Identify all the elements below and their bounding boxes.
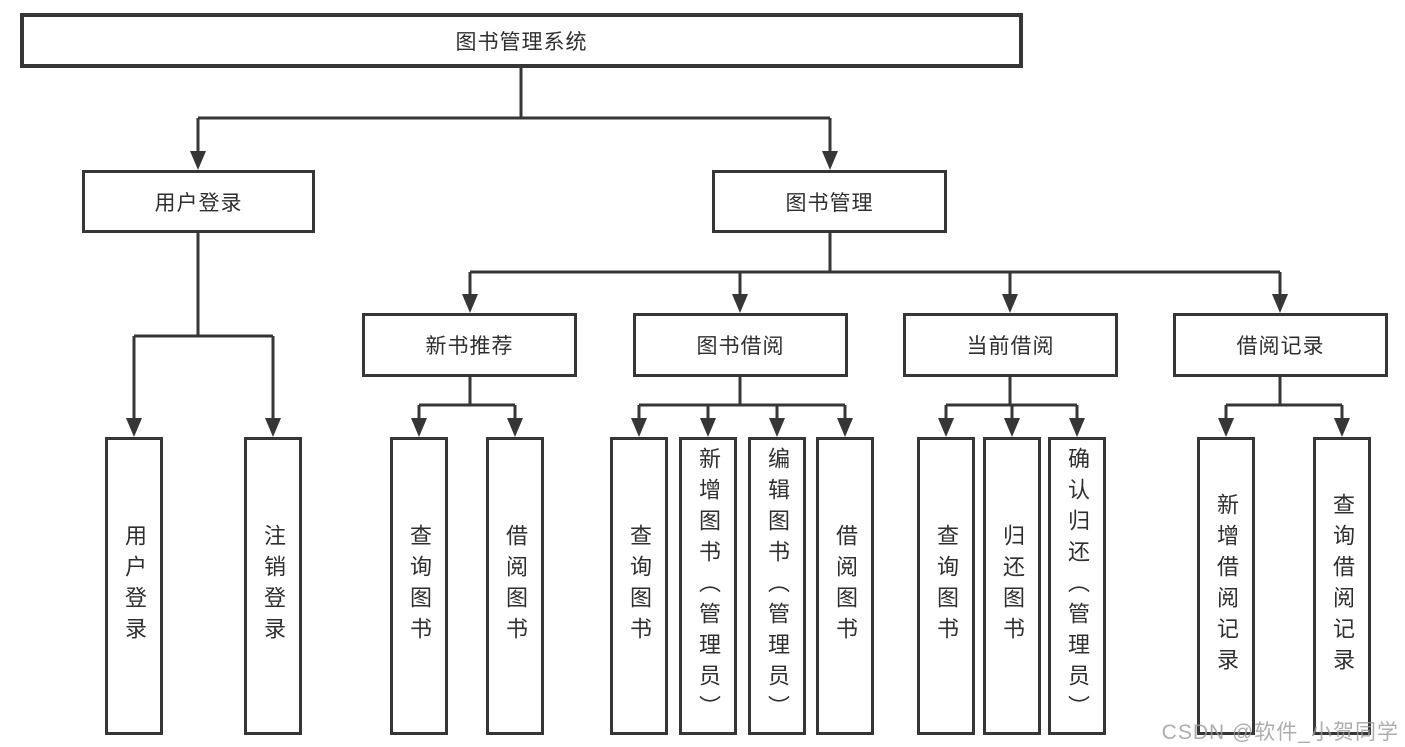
leaf-borrowing-query-books: 查询图书 <box>610 437 668 735</box>
connector-root-stem <box>196 68 832 427</box>
leaf-current-query-books-label: 查询图书 <box>934 524 959 648</box>
leaf-add-borrow-record: 新增借阅记录 <box>1197 437 1255 735</box>
leaf-user-login-label: 用户登录 <box>122 524 147 648</box>
node-new-book-recommend-label: 新书推荐 <box>425 335 514 358</box>
leaf-logout: 注销登录 <box>244 437 302 735</box>
node-root: 图书管理系统 <box>20 13 1023 68</box>
leaf-add-books-admin-label: 新增图书（管理员） <box>696 446 721 726</box>
watermark-text: CSDN @软件_小贺同学 <box>1161 721 1399 744</box>
node-root-label: 图书管理系统 <box>455 30 588 54</box>
leaf-return-books: 归还图书 <box>983 437 1041 735</box>
arrowheads <box>126 151 1350 437</box>
leaf-newbook-borrow-books-label: 借阅图书 <box>503 524 528 648</box>
leaf-borrowing-query-books-label: 查询图书 <box>627 524 652 648</box>
connector-newbook-children <box>417 377 517 426</box>
connector-bookmgmt-children <box>468 233 1282 302</box>
leaf-confirm-return-admin-label: 确认归还（管理员） <box>1065 446 1090 726</box>
leaf-edit-books-admin: 编辑图书（管理员） <box>748 437 806 735</box>
leaf-edit-books-admin-label: 编辑图书（管理员） <box>765 446 790 726</box>
node-borrowing-records-label: 借阅记录 <box>1236 335 1325 358</box>
node-book-borrowing: 图书借阅 <box>633 313 848 377</box>
connector-login-children <box>132 233 275 426</box>
leaf-logout-label: 注销登录 <box>261 524 286 648</box>
leaf-confirm-return-admin: 确认归还（管理员） <box>1048 437 1106 735</box>
leaf-borrowing-borrow-books-label: 借阅图书 <box>833 524 858 648</box>
leaf-newbook-borrow-books: 借阅图书 <box>486 437 544 735</box>
node-new-book-recommend: 新书推荐 <box>362 313 577 377</box>
node-book-management: 图书管理 <box>712 170 947 233</box>
leaf-query-borrow-record: 查询借阅记录 <box>1313 437 1371 735</box>
leaf-return-books-label: 归还图书 <box>1000 524 1025 648</box>
leaf-user-login: 用户登录 <box>105 437 163 735</box>
node-borrowing-records: 借阅记录 <box>1173 313 1388 377</box>
leaf-newbook-query-books: 查询图书 <box>390 437 448 735</box>
connector-records-children <box>1224 377 1344 426</box>
leaf-newbook-query-books-label: 查询图书 <box>407 524 432 648</box>
node-user-login-label: 用户登录 <box>154 191 243 215</box>
leaf-add-books-admin: 新增图书（管理员） <box>679 437 737 735</box>
leaf-add-borrow-record-label: 新增借阅记录 <box>1214 493 1239 679</box>
leaf-borrowing-borrow-books: 借阅图书 <box>816 437 874 735</box>
leaf-current-query-books: 查询图书 <box>917 437 975 735</box>
node-book-management-label: 图书管理 <box>785 191 874 215</box>
connector-current-children <box>944 377 1079 426</box>
connector-borrowing-children <box>637 377 847 426</box>
node-user-login: 用户登录 <box>82 170 315 233</box>
node-book-borrowing-label: 图书借阅 <box>696 335 785 358</box>
node-current-borrowing-label: 当前借阅 <box>966 335 1055 358</box>
node-current-borrowing: 当前借阅 <box>903 313 1118 377</box>
leaf-query-borrow-record-label: 查询借阅记录 <box>1330 493 1355 679</box>
